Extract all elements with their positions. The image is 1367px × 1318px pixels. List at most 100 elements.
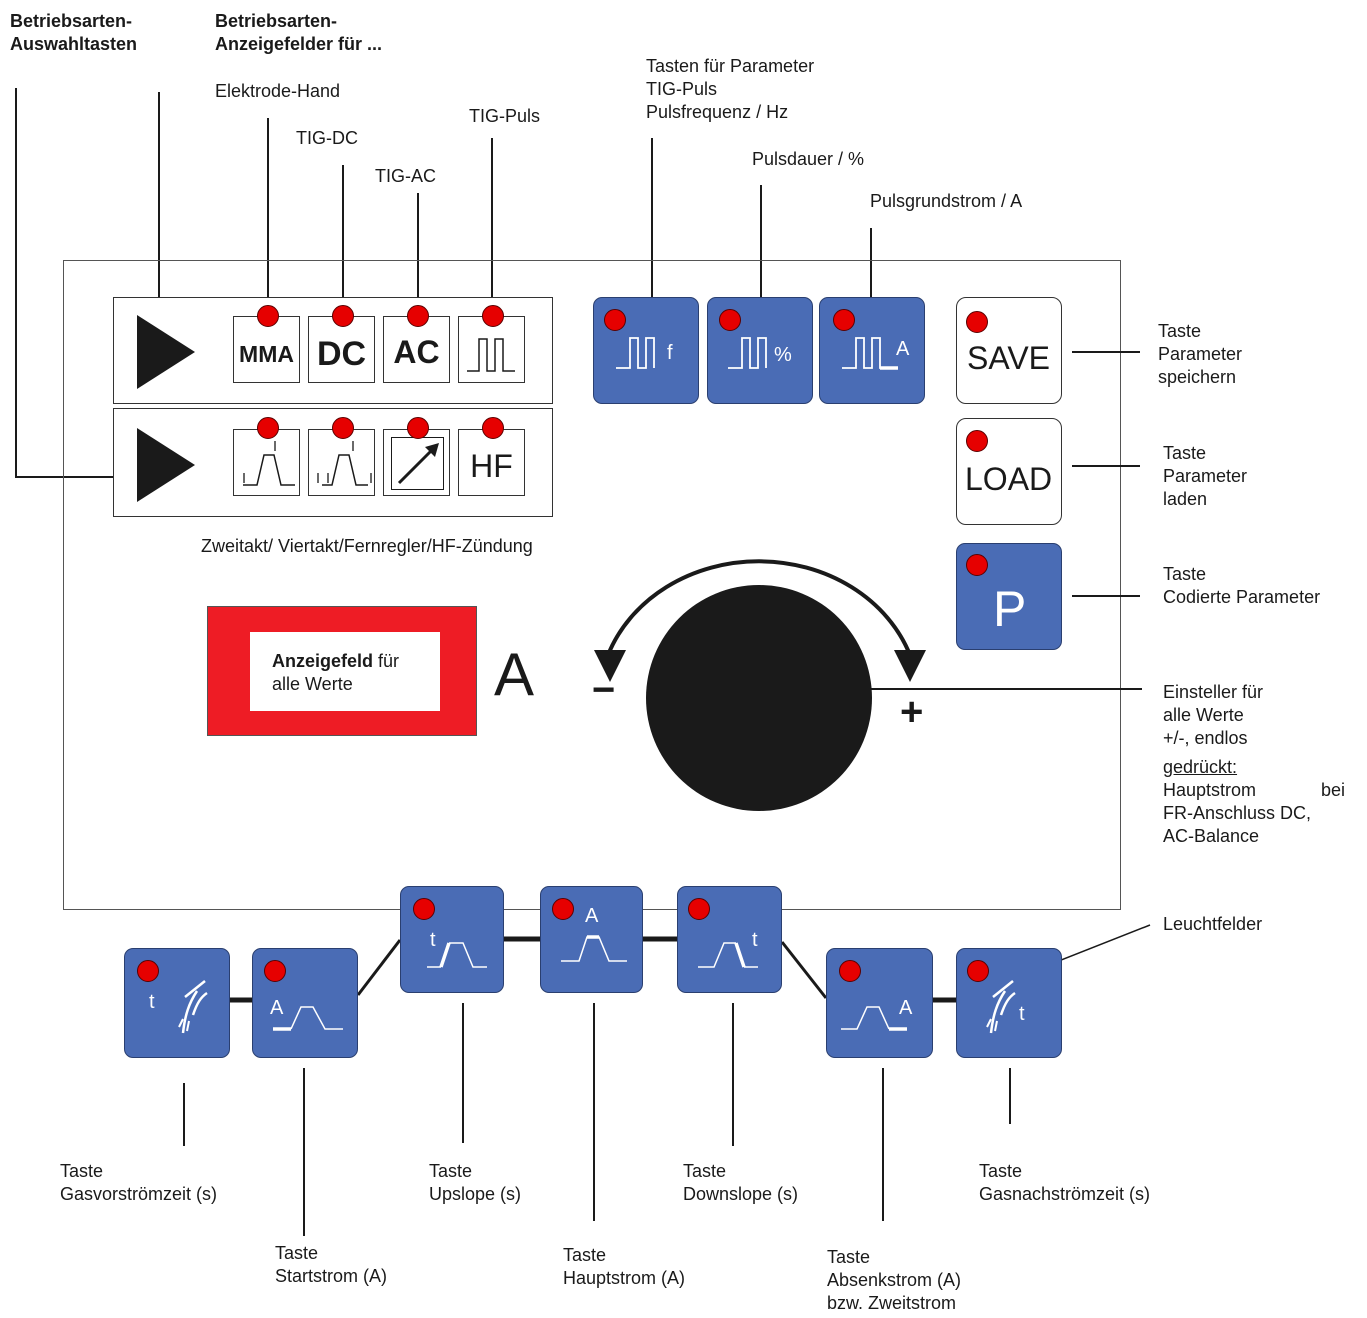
label-knob-description: Einsteller für alle Werte +/-, endlos — [1163, 682, 1264, 748]
adjustment-knob[interactable] — [646, 585, 872, 811]
mode-viertakt-field — [308, 429, 375, 496]
header-anzeigefelder: Betriebsarten- Anzeigefelder für ... — [215, 11, 383, 54]
label-pulse-title: Tasten für Parameter TIG-Puls Pulsfreque… — [646, 56, 815, 122]
pulse-wave-icon — [467, 338, 515, 372]
mode-fernregler-field — [383, 429, 450, 496]
t-symbol: t — [1019, 1003, 1025, 1025]
pointer-line — [882, 1068, 884, 1221]
label-startstrom: Taste Startstrom (A) — [275, 1243, 388, 1286]
mode-zweitakt-field — [233, 429, 300, 496]
pulse-f-symbol: f — [667, 342, 673, 364]
label-ignition-modes: Zweitakt/ Viertakt/Fernregler/HF-Zündung — [201, 536, 533, 556]
play-icon[interactable] — [137, 315, 195, 389]
pulse-frequency-icon — [616, 337, 655, 369]
led-save — [966, 311, 988, 333]
label-elektrode-hand: Elektrode-Hand — [215, 81, 341, 101]
display-label-text: Anzeigefeld für alle Werte — [272, 650, 399, 696]
pointer-line — [15, 88, 17, 478]
led-downslope — [688, 898, 710, 920]
led-gas-preflow — [137, 960, 159, 982]
label-knob-pressed: gedrückt: — [1163, 757, 1238, 777]
led-puls — [482, 305, 504, 327]
save-label: SAVE — [967, 340, 1050, 376]
label-p-description: Taste Codierte Parameter — [1163, 564, 1321, 607]
load-label: LOAD — [965, 461, 1053, 497]
a-symbol: A — [585, 905, 599, 927]
four-stroke-icon — [317, 441, 372, 486]
label-knob-bei: bei — [1321, 780, 1346, 800]
downslope-icon — [698, 942, 758, 968]
label-tig-puls: TIG-Puls — [469, 106, 541, 126]
mode-puls-field — [458, 316, 525, 383]
header-auswahltasten: Betriebsarten- Auswahltasten — [10, 11, 138, 54]
label-tig-ac: TIG-AC — [375, 166, 436, 186]
led-gas-postflow — [967, 960, 989, 982]
display-label-box: Anzeigefeld für alle Werte — [250, 632, 440, 711]
t-symbol: t — [752, 929, 758, 951]
display-label-bold: Anzeigefeld — [272, 651, 374, 671]
led-end-current — [839, 960, 861, 982]
label-pulsgrundstrom: Pulsgrundstrom / A — [870, 191, 1023, 211]
label-tig-dc: TIG-DC — [296, 128, 358, 148]
display-field: Anzeigefeld für alle Werte — [207, 606, 477, 736]
pointer-line — [593, 1003, 595, 1221]
label-gasvorstroemzeit: Taste Gasvorströmzeit (s) — [60, 1161, 218, 1204]
label-pulsdauer: Pulsdauer / % — [752, 149, 865, 169]
pointer-line — [651, 138, 653, 310]
pointer-line — [303, 1068, 305, 1236]
welding-torch-icon — [986, 980, 1016, 1034]
welding-torch-icon — [178, 980, 208, 1034]
display-label-werte: alle Werte — [272, 674, 353, 694]
label-gasnachstroemzeit: Taste Gasnachströmzeit (s) — [979, 1161, 1151, 1204]
mode-dc-field: DC — [308, 316, 375, 383]
pointer-line — [870, 228, 872, 310]
label-knob-fr: FR-Anschluss DC, AC-Balance — [1163, 803, 1312, 846]
pulse-a-symbol: A — [896, 338, 910, 360]
label-absenkstrom: Taste Absenkstrom (A) bzw. Zweitstrom — [827, 1247, 962, 1313]
led-ac — [407, 305, 429, 327]
led-dc — [332, 305, 354, 327]
label-downslope: Taste Downslope (s) — [683, 1161, 799, 1204]
minus-symbol: − — [592, 668, 616, 712]
pointer-line — [870, 688, 1142, 690]
pulse-percent-symbol: % — [774, 344, 792, 366]
led-zweitakt — [257, 417, 279, 439]
led-hf — [482, 417, 504, 439]
pointer-line — [15, 476, 113, 478]
play-icon[interactable] — [137, 428, 195, 502]
mode-hf-field: HF — [458, 429, 525, 496]
led-fernregler — [407, 417, 429, 439]
led-pulse-duration — [719, 309, 741, 331]
display-label-fuer: für — [373, 651, 400, 671]
label-load-description: Taste Parameter laden — [1163, 443, 1248, 509]
pointer-line — [183, 1083, 185, 1146]
led-load — [966, 430, 988, 452]
mode-mma-field: MMA — [233, 316, 300, 383]
two-stroke-icon — [243, 441, 295, 486]
label-knob-hauptstrom: Hauptstrom — [1163, 780, 1257, 800]
pointer-line — [462, 1003, 464, 1143]
main-current-icon — [561, 935, 627, 962]
led-mma — [257, 305, 279, 327]
upslope-icon — [427, 942, 487, 968]
arrow-diagonal-icon — [397, 443, 439, 485]
pointer-line — [342, 165, 344, 310]
pulse-base-current-icon — [842, 337, 898, 370]
pointer-line — [417, 193, 419, 311]
pulse-duration-icon — [728, 337, 767, 369]
led-main-current — [552, 898, 574, 920]
label-hauptstrom: Taste Hauptstrom (A) — [563, 1245, 686, 1288]
label-leuchtfelder: Leuchtfelder — [1163, 914, 1263, 934]
plus-symbol: + — [900, 690, 924, 734]
label-save-description: Taste Parameter speichern — [1158, 321, 1243, 387]
pointer-line — [732, 1003, 734, 1146]
mma-label: MMA — [239, 341, 294, 367]
pointer-line — [491, 138, 493, 310]
led-pulse-base-current — [833, 309, 855, 331]
led-pulse-frequency — [604, 309, 626, 331]
t-symbol: t — [430, 929, 436, 951]
mode-ac-field: AC — [383, 316, 450, 383]
t-symbol: t — [149, 991, 155, 1013]
a-symbol: A — [270, 997, 284, 1019]
pointer-line — [760, 185, 762, 310]
